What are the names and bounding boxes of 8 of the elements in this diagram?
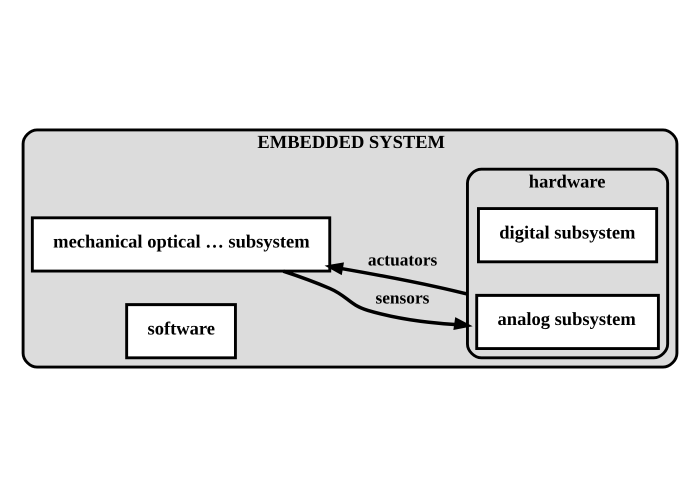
node-box: software <box>125 303 237 360</box>
edge-label: sensors <box>375 288 430 308</box>
arrow <box>324 262 468 296</box>
node-box: mechanical optical … subsystem <box>30 216 332 273</box>
arrow <box>282 270 473 330</box>
edge-label: actuators <box>368 250 438 270</box>
node-box: digital subsystem <box>477 207 658 264</box>
node-box: analog subsystem <box>475 294 660 350</box>
